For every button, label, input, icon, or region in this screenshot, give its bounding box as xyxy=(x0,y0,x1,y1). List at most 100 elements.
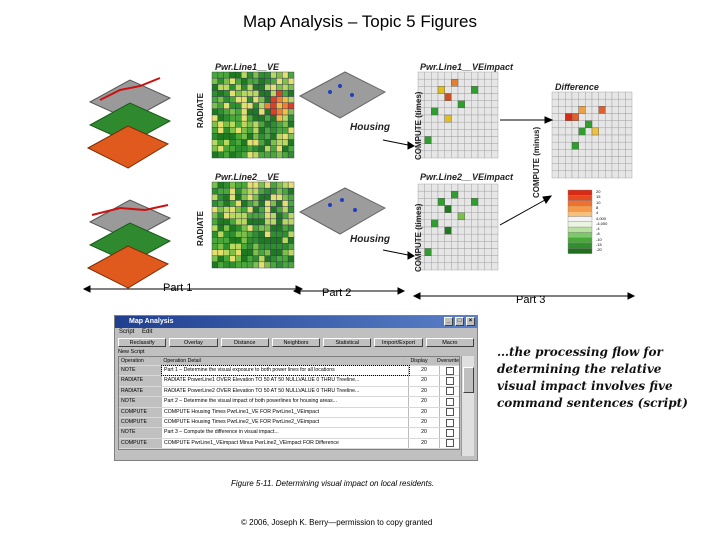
col-operation[interactable]: Operation xyxy=(119,357,162,365)
map-cell xyxy=(241,71,248,79)
row-detail[interactable]: RADIATE PowerLine1 OVER Elevation TO 50 … xyxy=(162,376,409,386)
overwrite-checkbox[interactable] xyxy=(445,397,454,406)
row-display[interactable]: 20 xyxy=(409,438,440,449)
map-cell xyxy=(437,107,445,116)
map-cell xyxy=(464,93,472,101)
scroll-thumb[interactable] xyxy=(463,367,474,393)
map-cell xyxy=(241,255,248,263)
map-cell xyxy=(437,219,445,228)
close-button[interactable]: × xyxy=(466,317,475,326)
row-detail[interactable]: COMPUTE Housing Times PwrLine1_VE FOR Pw… xyxy=(162,407,409,417)
macro-button[interactable]: Macro xyxy=(425,338,474,347)
reclassify-button[interactable]: Reclassify xyxy=(118,338,167,347)
map-cell xyxy=(558,91,566,100)
col-display[interactable]: Display xyxy=(404,357,435,365)
overwrite-checkbox[interactable] xyxy=(445,408,454,417)
overlay-button[interactable]: Overlay xyxy=(169,338,218,347)
row-detail[interactable]: Part 3 – Compute the difference in visua… xyxy=(162,428,409,438)
map-cell xyxy=(591,113,599,121)
statistical-button[interactable]: Statistical xyxy=(323,338,372,347)
map-cell xyxy=(246,212,254,220)
map-cell xyxy=(211,237,219,244)
row-display[interactable]: 20 xyxy=(409,376,440,386)
map-cell xyxy=(282,108,289,116)
map-cell xyxy=(223,133,230,140)
map-cell xyxy=(223,194,230,201)
table-row[interactable]: NOTE Part 3 – Compute the difference in … xyxy=(119,428,459,439)
map-cell xyxy=(282,206,289,213)
map-cell xyxy=(571,98,579,107)
table-row[interactable]: COMPUTE COMPUTE Housing Times PwrLine1_V… xyxy=(119,407,459,418)
map-cell xyxy=(217,230,224,238)
row-display[interactable]: 20 xyxy=(409,397,440,407)
map-cell xyxy=(252,151,260,159)
map-cell xyxy=(424,212,432,221)
map-cell xyxy=(471,150,479,159)
map-cell xyxy=(565,113,573,121)
distance-button[interactable]: Distance xyxy=(220,338,269,347)
overwrite-checkbox[interactable] xyxy=(445,418,454,427)
map-cell xyxy=(457,114,465,123)
table-row[interactable]: RADIATE RADIATE PowerLine1 OVER Elevatio… xyxy=(119,376,459,387)
map-cell xyxy=(484,255,492,264)
map-cell xyxy=(282,90,289,97)
table-row[interactable]: COMPUTE COMPUTE PwrLine1_VEimpact Minus … xyxy=(119,438,459,450)
menu-script[interactable]: Script xyxy=(119,329,135,335)
map-cell xyxy=(270,230,277,238)
map-cell xyxy=(264,102,271,110)
row-display[interactable]: 20 xyxy=(409,366,440,376)
menu-edit[interactable]: Edit xyxy=(142,329,153,335)
table-row[interactable]: NOTE Part 1 – Determine the visual expos… xyxy=(119,364,459,377)
map-cell xyxy=(229,187,236,195)
vertical-scrollbar[interactable] xyxy=(461,356,474,456)
map-cell xyxy=(585,120,593,129)
map-cell xyxy=(451,129,459,137)
map-cell xyxy=(457,100,465,109)
map-cell xyxy=(471,212,479,221)
part-1-label: Part 1 xyxy=(163,282,193,294)
map-cell xyxy=(484,86,492,94)
overwrite-checkbox[interactable] xyxy=(445,429,454,438)
map-cell xyxy=(282,77,289,85)
map-cell xyxy=(270,102,277,110)
row-detail[interactable]: RADIATE PowerLine2 OVER Elevation TO 50 … xyxy=(162,386,409,397)
map-cell xyxy=(287,237,295,244)
import-export-button[interactable]: Import/Export xyxy=(374,338,423,347)
map-cell xyxy=(276,187,283,195)
table-row[interactable]: COMPUTE COMPUTE Housing Times PwrLine2_V… xyxy=(119,417,459,429)
col-overwrite[interactable]: Overwrite xyxy=(436,358,459,364)
map-cell xyxy=(551,113,559,121)
minimize-button[interactable]: _ xyxy=(444,317,453,326)
table-row[interactable]: NOTE Part 2 – Determine the visual impac… xyxy=(119,397,459,408)
map-cell xyxy=(591,170,599,179)
map-cell xyxy=(471,78,479,87)
overwrite-checkbox[interactable] xyxy=(445,377,454,386)
map-cell xyxy=(618,149,626,157)
overwrite-checkbox[interactable] xyxy=(445,439,454,448)
row-detail[interactable]: Part 2 – Determine the visual impact of … xyxy=(162,397,409,407)
map-cell xyxy=(417,78,425,87)
table-row[interactable]: RADIATE RADIATE PowerLine2 OVER Elevatio… xyxy=(119,386,459,398)
map-cell xyxy=(457,241,465,249)
neighbors-button[interactable]: Neighbors xyxy=(271,338,321,347)
map-cell xyxy=(571,134,579,143)
map-cell xyxy=(491,233,499,242)
row-display[interactable]: 20 xyxy=(409,417,440,428)
map-cell xyxy=(471,190,479,199)
row-detail[interactable]: COMPUTE Housing Times PwrLine2_VE FOR Pw… xyxy=(162,417,409,428)
row-display[interactable]: 20 xyxy=(409,407,440,417)
map-cell xyxy=(431,190,439,199)
legend-value: 4 xyxy=(596,210,599,216)
row-detail[interactable]: Part 1 – Determine the visual exposure t… xyxy=(161,364,410,377)
maximize-button[interactable]: □ xyxy=(455,317,464,326)
col-operation-detail[interactable]: Operation Detail xyxy=(161,357,405,365)
row-display[interactable]: 20 xyxy=(409,386,440,397)
overwrite-checkbox[interactable] xyxy=(445,366,454,375)
map-cell xyxy=(211,218,219,226)
overwrite-checkbox[interactable] xyxy=(445,387,454,396)
row-display[interactable]: 20 xyxy=(409,428,440,438)
row-detail[interactable]: COMPUTE PwrLine1_VEimpact Minus PwrLine2… xyxy=(162,438,409,449)
toolbar: Reclassify Overlay Distance Neighbors St… xyxy=(115,337,477,349)
map-cell xyxy=(252,255,260,263)
map-cell xyxy=(229,71,236,79)
